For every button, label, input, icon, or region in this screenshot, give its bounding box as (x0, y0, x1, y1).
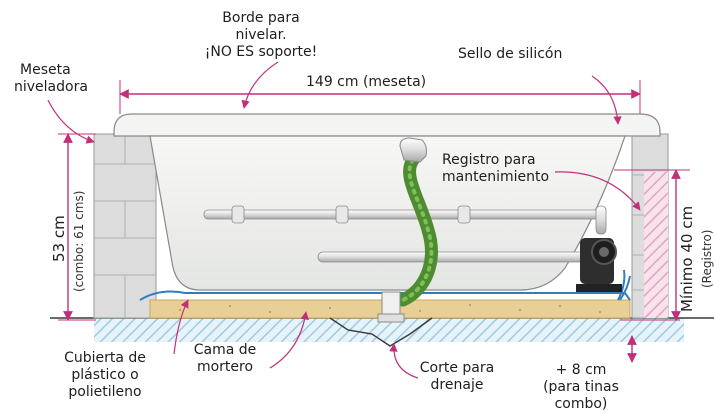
label-combo-61: (combo: 61 cms) (72, 190, 86, 292)
label-cama-mortero: Cama de mortero (180, 342, 270, 376)
plus8-line-3: combo) (554, 396, 608, 412)
leader-registro (554, 171, 641, 211)
label-dim-53: 53 cm (50, 215, 68, 262)
upper-pipe (203, 209, 605, 220)
drain-elbow (399, 137, 427, 163)
cubierta-line-2: plástico o (71, 367, 139, 383)
label-borde-nivelar: Borde para nivelar. ¡NO ES soporte! (186, 10, 336, 61)
plus8-line-1: + 8 cm (555, 362, 607, 378)
borde-line-1: Borde para (222, 10, 300, 26)
leader-cama (269, 311, 309, 369)
leader-cubierta (173, 299, 189, 355)
leader-borde (241, 61, 279, 109)
cama-line-1: Cama de (193, 342, 257, 358)
label-minimo-40: Mínimo 40 cm (678, 205, 696, 312)
corte-line-2: drenaje (430, 377, 484, 393)
cubierta-line-3: polietileno (68, 384, 142, 400)
drain-cut (329, 317, 433, 347)
borde-line-2: nivelar. (235, 27, 287, 43)
borde-line-3: ¡NO ES soporte! (204, 44, 318, 60)
cama-line-2: mortero (196, 359, 254, 375)
tub-rim (113, 113, 661, 137)
drain-outlet (381, 291, 401, 317)
label-sello-silicon: Sello de silicón (458, 46, 563, 62)
registro-line-2: mantenimiento (442, 169, 550, 185)
meseta-line-2: niveladora (14, 79, 88, 95)
lower-pipe (317, 251, 591, 263)
register-access-hatch (644, 172, 668, 318)
label-meseta-niveladora: Meseta niveladora (14, 62, 88, 96)
meseta-line-1: Meseta (20, 62, 71, 78)
corte-line-1: Corte para (419, 360, 495, 376)
plus8-line-2: (para tinas (543, 379, 619, 395)
left-brick-wall (93, 133, 157, 319)
registro-line-1: Registro para (442, 152, 536, 168)
label-plus-8cm: + 8 cm (para tinas combo) (536, 362, 626, 413)
cubierta-line-1: Cubierta de (64, 350, 146, 366)
leader-sello (591, 75, 622, 125)
label-registro-small: (Registro) (700, 229, 714, 288)
plastic-cover (139, 290, 631, 301)
label-corte-drenaje: Corte para drenaje (412, 360, 502, 394)
label-dim-149: 149 cm (meseta) (306, 74, 427, 90)
label-registro-mantenimiento: Registro para mantenimiento (442, 152, 549, 186)
leader-meseta (47, 99, 95, 144)
leader-corte (389, 343, 419, 379)
label-cubierta-plastico: Cubierta de plástico o polietileno (40, 350, 170, 401)
plastic-cover-right (617, 269, 626, 301)
pump-motor (576, 238, 622, 292)
